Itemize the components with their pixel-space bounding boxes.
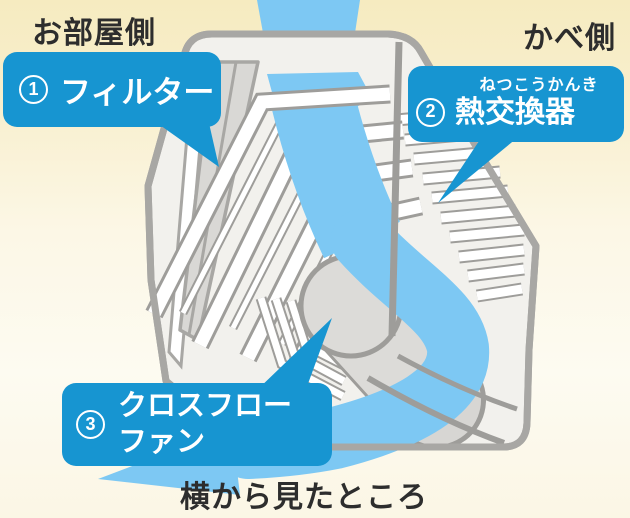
room-side-label: お部屋側 <box>32 17 156 50</box>
heat-exchanger-outer-fin <box>145 84 391 319</box>
callout-heat-exchanger: ねつこうかんき 2 熱交換器 <box>408 66 624 142</box>
circled-number-1-icon: 1 <box>19 75 48 104</box>
casing-inner-lines <box>366 41 518 446</box>
callout-heat-exchanger-furigana: ねつこうかんき <box>479 77 599 95</box>
airflow-intake-stream <box>257 0 360 33</box>
circled-number-3-icon: 3 <box>76 410 105 439</box>
callout-heat-exchanger-label: 熱交換器 <box>455 95 575 129</box>
circled-number-2-icon: 2 <box>416 97 445 127</box>
callout-filter: 1 フィルター <box>3 52 221 127</box>
callout-crossflow-fan: 3 クロスフロー ファン <box>62 383 332 466</box>
ac-unit-casing-border <box>144 30 540 451</box>
callout-filter-label: フィルター <box>60 75 215 110</box>
callout-tail-heat-exchanger <box>438 138 517 203</box>
callout-tail-fan <box>255 318 332 392</box>
callout-fan-label-line1: クロスフロー <box>118 390 293 423</box>
callout-fan-label-line2: ファン <box>118 425 206 458</box>
diagram-caption: 横から見たところ <box>180 481 428 514</box>
divider-line <box>388 41 403 337</box>
wall-side-label: かべ側 <box>523 22 616 55</box>
